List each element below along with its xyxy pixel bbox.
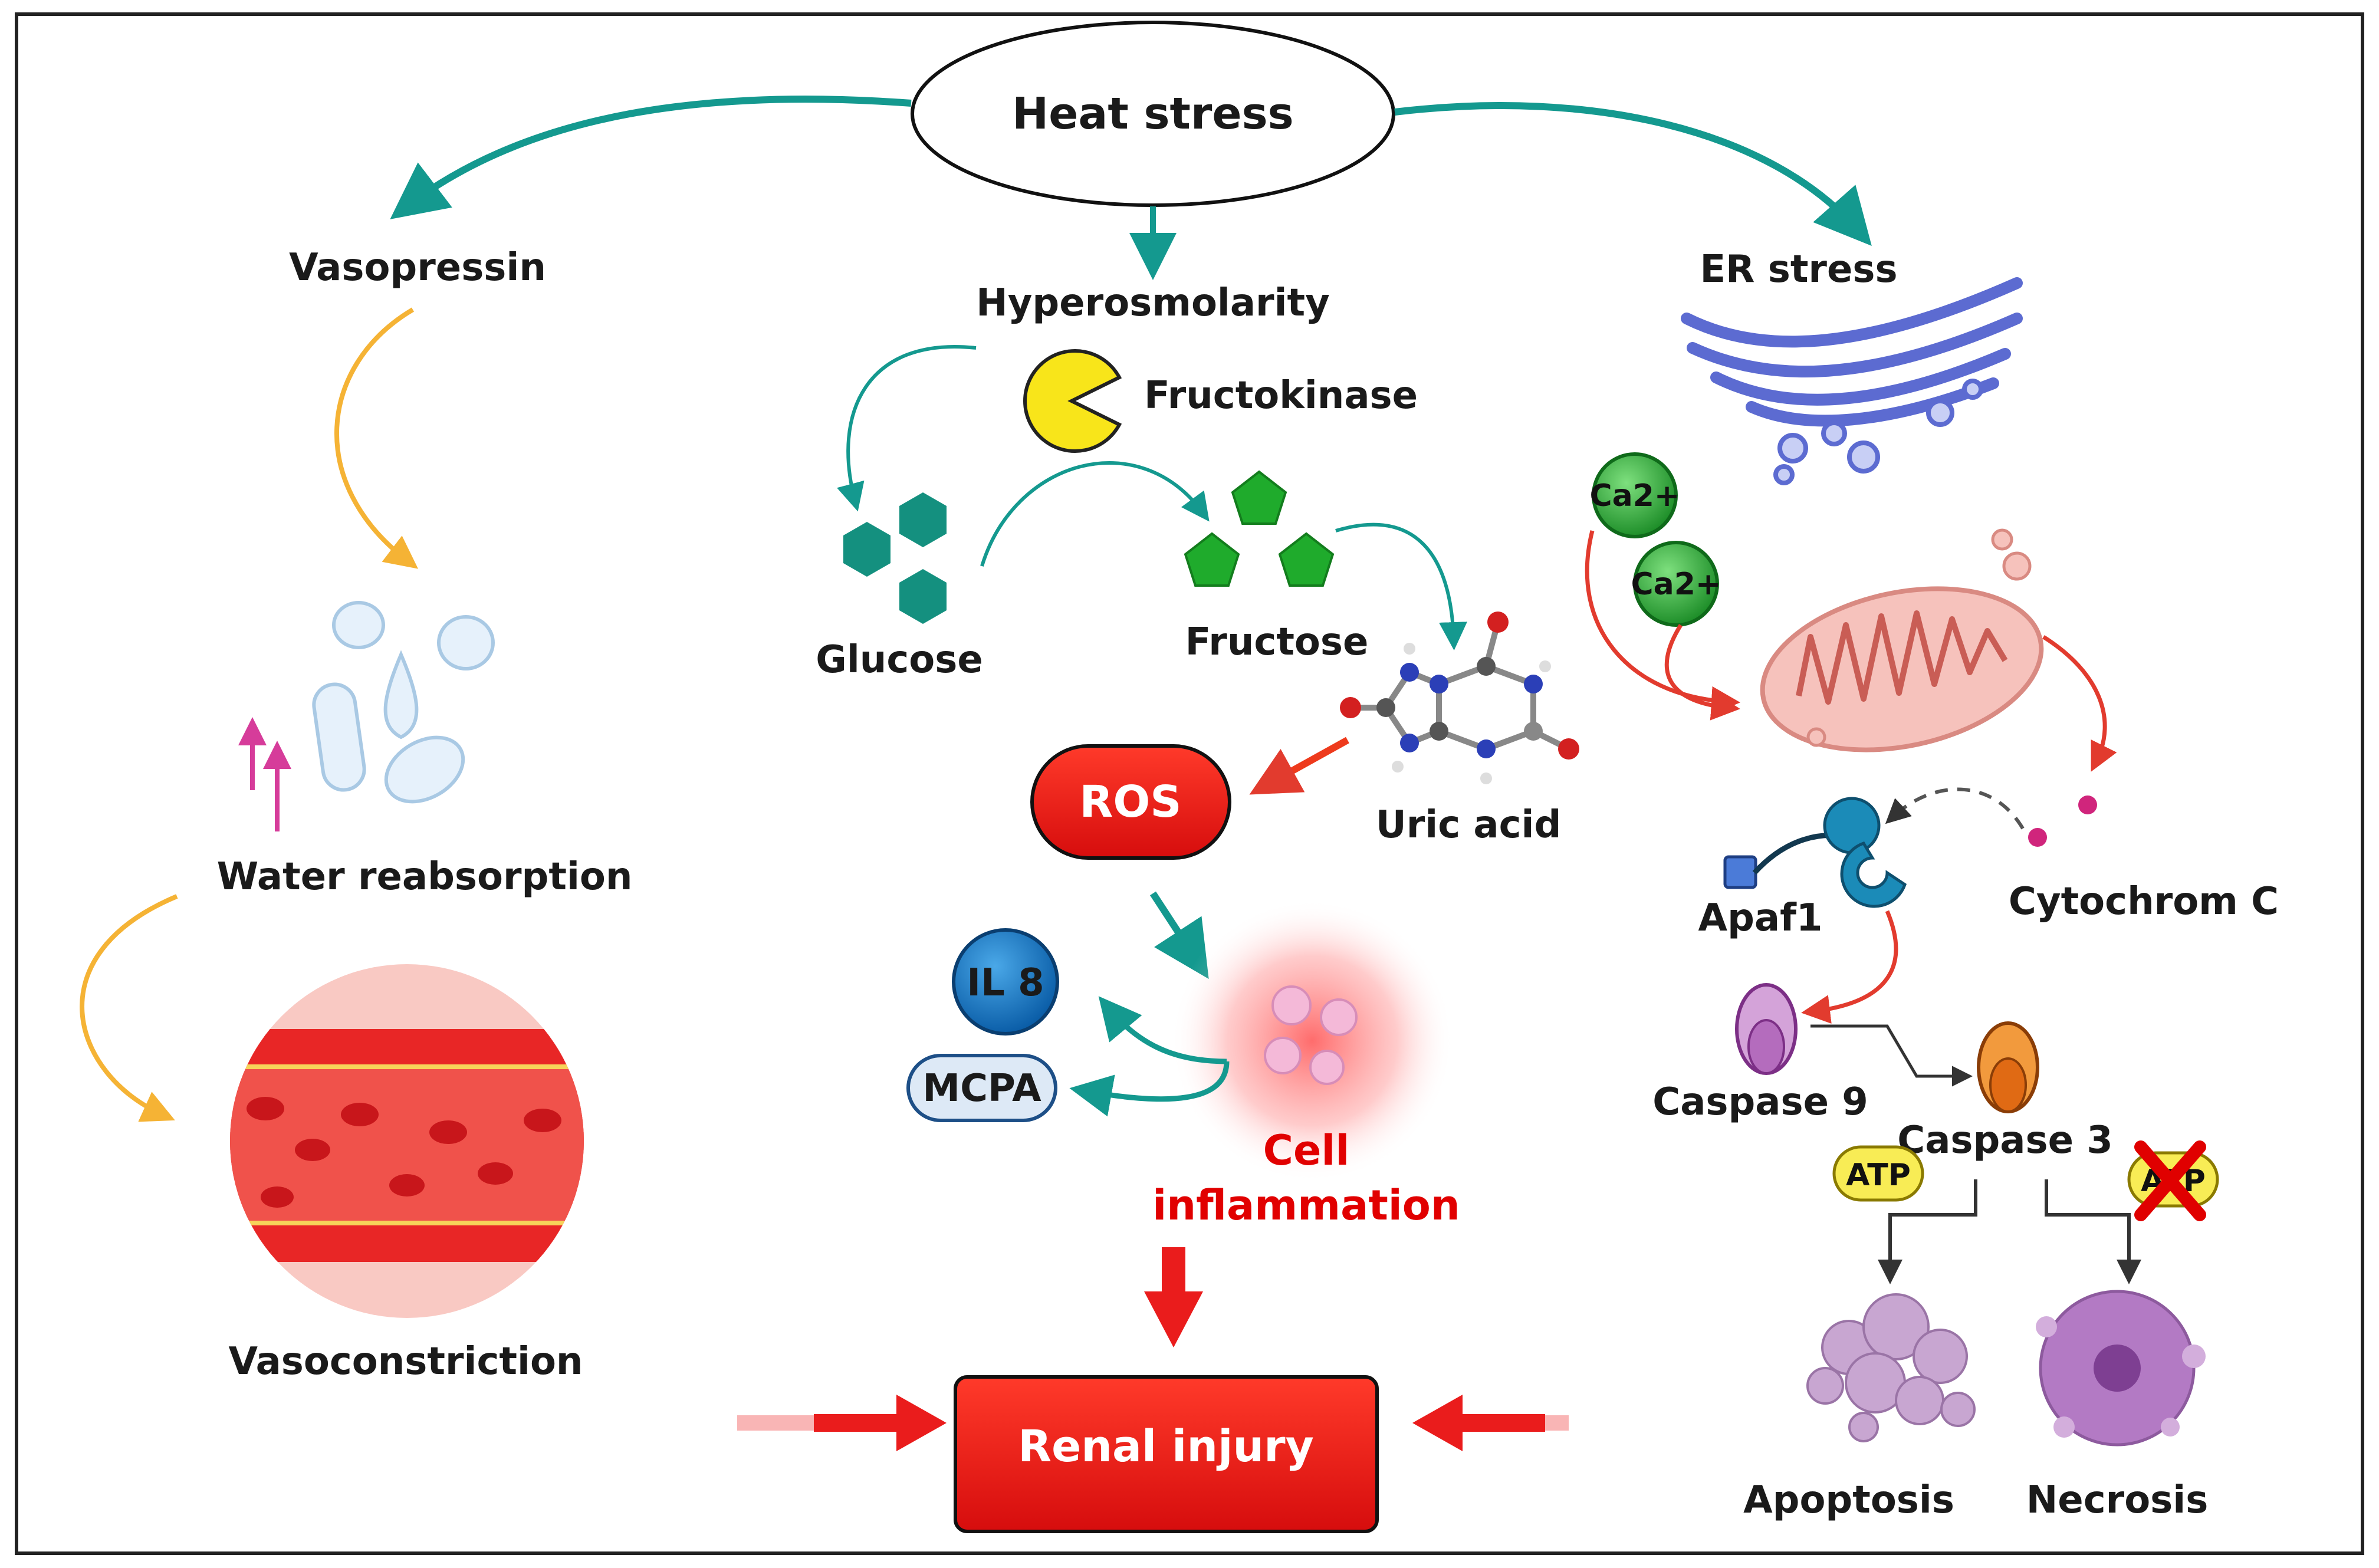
atp-badge-left: ATP [1832, 1145, 1924, 1202]
ros-node: ROS [1030, 744, 1231, 860]
cytochrome-c-icon [2028, 795, 2097, 847]
arrow-inflammation-to-mcpa [1069, 1061, 1230, 1117]
arrow-caspase3-to-necrosis [2045, 1179, 2141, 1284]
arrow-uric-acid-to-ros [1249, 737, 1349, 795]
caspase3-icon [1977, 1021, 2039, 1113]
er-vesicles-icon [1773, 379, 1983, 485]
heat-stress-label: Heat stress [1012, 88, 1293, 139]
ca2-label-b: Ca2+ [1631, 567, 1721, 602]
uric-acid-molecule-icon [1340, 612, 1579, 784]
increase-arrows-icon [238, 717, 291, 831]
arrow-fructose-to-uric-acid [1335, 522, 1467, 650]
arrow-left-to-renal [737, 1395, 947, 1451]
renal-injury-label: Renal injury [1018, 1421, 1314, 1472]
necrotic-cell-icon [2036, 1290, 2206, 1447]
il8-node: IL 8 [952, 928, 1059, 1036]
water-droplets-icon [312, 601, 495, 804]
inflamed-cells-icon [1171, 899, 1454, 1182]
arrow-caspase3-to-apoptosis [1878, 1179, 1977, 1284]
arrow-heat-to-vasopressin [390, 96, 912, 219]
caspase3-label: Caspase 3 [1897, 1119, 2113, 1162]
apaf1-protein-icon [1723, 797, 1907, 908]
ros-label: ROS [1079, 777, 1181, 827]
arrow-ros-to-inflammation [1149, 891, 1209, 979]
ca2-label-a: Ca2+ [1589, 478, 1680, 514]
caspase9-icon [1735, 983, 1798, 1075]
apoptosis-label: Apoptosis [1743, 1478, 1954, 1522]
water-reabsorption-label: Water reabsorption [217, 855, 633, 899]
arrow-heat-to-er-stress [1394, 102, 1872, 246]
fructokinase-enzyme-icon [1023, 349, 1122, 453]
arrow-calcium-b-to-mito [1664, 624, 1740, 721]
necrosis-label: Necrosis [2026, 1478, 2209, 1522]
atp-label-left: ATP [1846, 1158, 1911, 1193]
atp-blocked-x-icon [2134, 1140, 2206, 1221]
mcpa-label: MCPA [922, 1067, 1041, 1110]
il8-label: IL 8 [967, 961, 1044, 1005]
uric-acid-label: Uric acid [1376, 803, 1562, 847]
arrow-inflammation-to-il8 [1098, 996, 1227, 1064]
fructose-label: Fructose [1185, 620, 1369, 664]
frame-border [15, 12, 2364, 1555]
arrow-mito-to-cytochrome [2042, 635, 2117, 772]
glucose-label: Glucose [816, 638, 983, 682]
cell-inflammation-label-line1: Cell [1263, 1126, 1350, 1175]
arrow-inflammation-to-renal [1144, 1247, 1203, 1347]
vasoconstriction-label: Vasoconstriction [229, 1340, 583, 1383]
heat-stress-node: Heat stress [911, 21, 1395, 207]
calcium-ion-b: Ca2+ [1631, 541, 1721, 627]
arrow-water-to-vasoconstriction [80, 894, 178, 1122]
er-organelle-icon [1681, 277, 2023, 427]
mcpa-node: MCPA [906, 1054, 1057, 1122]
arrow-glucose-to-fructose [980, 461, 1210, 567]
vasopressin-label: Vasopressin [289, 246, 546, 290]
arrow-vasopressin-to-water [334, 307, 419, 569]
renal-injury-node: Renal injury [954, 1375, 1379, 1533]
apaf1-label: Apaf1 [1698, 896, 1823, 940]
glucose-molecule-icon [843, 492, 947, 624]
apoptotic-cell-icon [1806, 1293, 1976, 1442]
arrow-right-to-renal [1412, 1395, 1569, 1451]
caspase9-label: Caspase 9 [1652, 1080, 1868, 1124]
arrow-hyperosmolarity-to-glucose [837, 345, 977, 512]
cytochrom-c-label: Cytochrom C [2009, 880, 2279, 923]
er-stress-label: ER stress [1700, 248, 1897, 291]
hyperosmolarity-label: Hyperosmolarity [976, 281, 1330, 325]
calcium-ion-a: Ca2+ [1589, 452, 1680, 538]
arrow-caspase9-to-caspase3 [1810, 1024, 1973, 1087]
arrow-apaf1-to-caspase9 [1801, 910, 1898, 1024]
arrow-cytochrome-to-apaf1 [1885, 787, 2025, 830]
fructose-molecule-icon [1184, 470, 1335, 587]
cell-inflammation-label-line2: inflammation [1152, 1181, 1460, 1230]
blood-vessel-icon [230, 964, 584, 1318]
mitochondrion-icon [1760, 528, 2044, 752]
fructokinase-label: Fructokinase [1144, 374, 1418, 418]
